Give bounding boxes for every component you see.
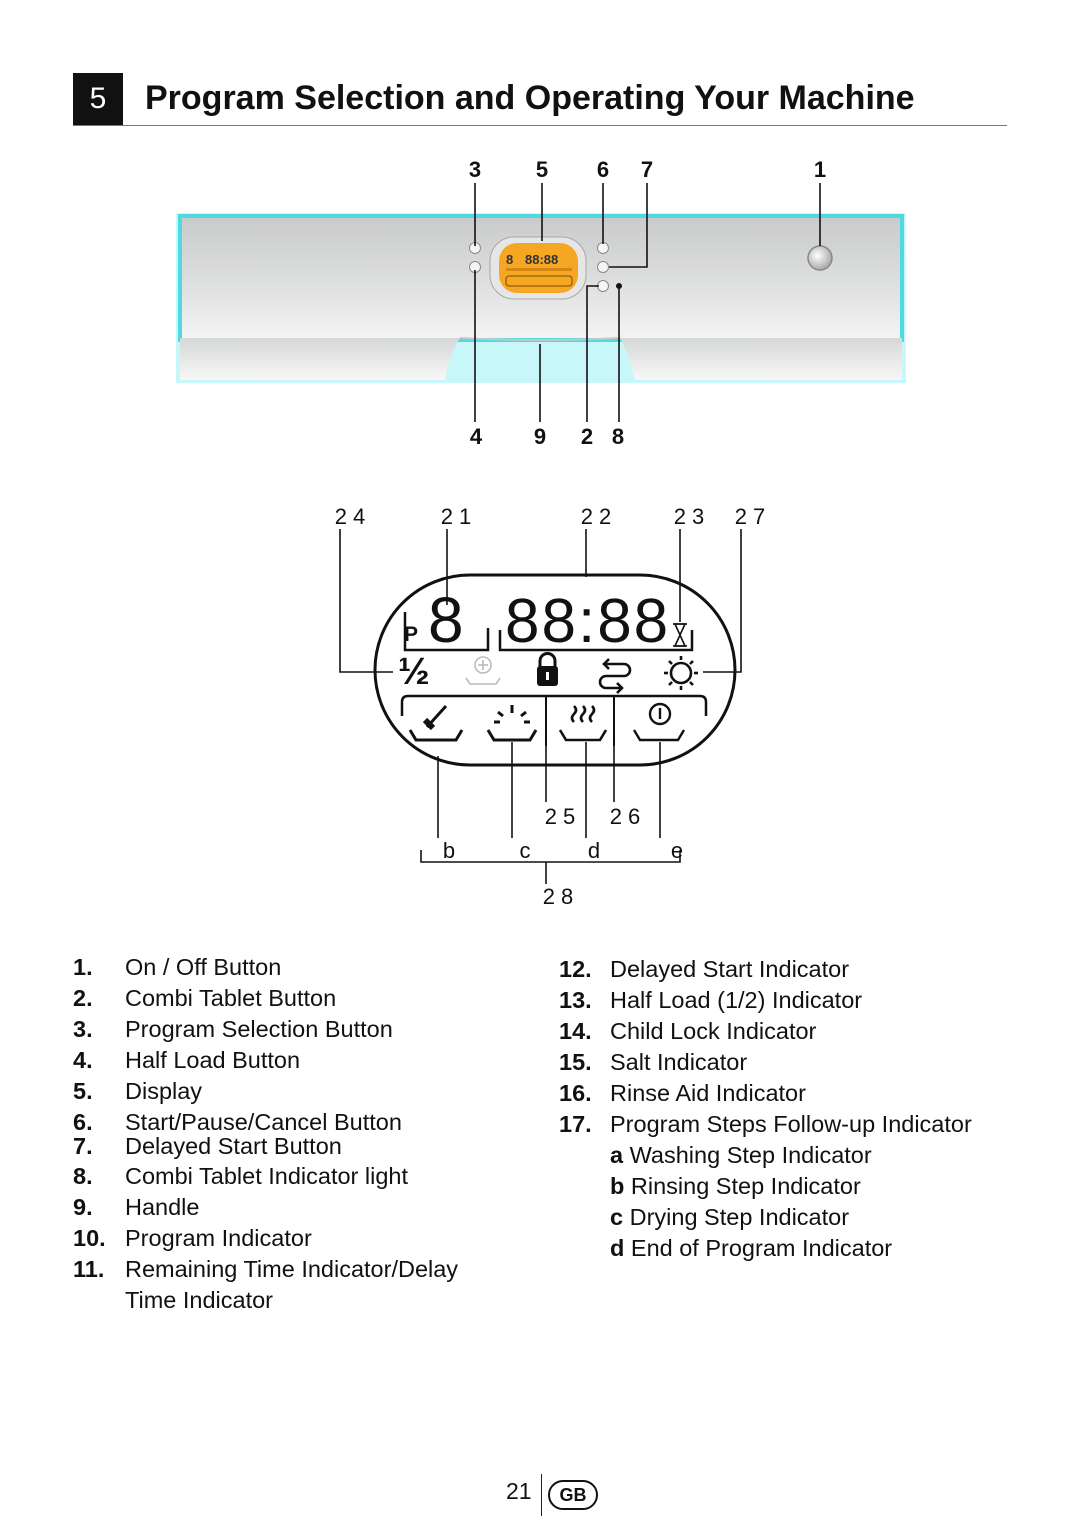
- right-legend-list: 12.Delayed Start Indicator 13.Half Load …: [559, 956, 972, 1261]
- callout-d: d: [588, 838, 600, 863]
- lock-icon: [537, 652, 558, 686]
- end-of-program-icon: [632, 702, 686, 742]
- section-number: 5: [73, 73, 123, 125]
- display-callout-lines: [339, 529, 742, 884]
- language-badge: GB: [548, 1480, 598, 1510]
- page-footer: 21 GB: [500, 1474, 610, 1516]
- section-title: Program Selection and Operating Your Mac…: [145, 79, 915, 117]
- callout-3: 3: [469, 157, 481, 182]
- sun-icon: [664, 656, 698, 690]
- left-legend-list: 1.On / Off Button 2.Combi Tablet Button …: [73, 954, 459, 1313]
- hourglass-icon: [673, 623, 687, 647]
- callout-6: 6: [597, 157, 609, 182]
- callout-9: 9: [534, 424, 546, 449]
- rinse-aid-icon: [598, 658, 632, 694]
- combi-tablet-indicator-light: [616, 283, 622, 289]
- sub-item-d: d End of Program Indicator: [610, 1235, 893, 1261]
- callout-22: 2 2: [581, 504, 612, 529]
- callout-b: b: [443, 838, 455, 863]
- sub-item-c: c Drying Step Indicator: [610, 1204, 850, 1230]
- start-pause-cancel-button[interactable]: [597, 242, 609, 254]
- panel-display-time: 88:88: [525, 252, 558, 267]
- callout-21: 2 1: [441, 504, 472, 529]
- callout-25: 2 5: [545, 804, 576, 829]
- on-off-button[interactable]: [807, 245, 833, 271]
- delayed-start-button[interactable]: [597, 261, 609, 273]
- display-detail: P 8 88:88 ½: [373, 573, 737, 767]
- footer-divider: [541, 1474, 542, 1516]
- half-load-indicator: ½: [398, 651, 430, 693]
- callout-24: 2 4: [335, 504, 366, 529]
- callout-c: c: [520, 838, 531, 863]
- callout-1: 1: [814, 157, 826, 182]
- display-time: 88:88: [505, 587, 670, 656]
- panel-callout-numbers: 3 5 6 7 1 4 9 2 8: [469, 157, 826, 449]
- callout-23: 2 3: [674, 504, 705, 529]
- sub-item-a: a Washing Step Indicator: [610, 1142, 872, 1168]
- callout-4: 4: [470, 424, 483, 449]
- callout-2: 2: [581, 424, 593, 449]
- callout-26: 2 6: [610, 804, 641, 829]
- washing-step-icon: [408, 704, 464, 742]
- salt-indicator-icon: [465, 656, 501, 685]
- callout-5: 5: [536, 157, 548, 182]
- panel-callout-lines: [474, 183, 821, 422]
- callout-e: e: [671, 838, 683, 863]
- rinsing-step-icon: [486, 705, 538, 742]
- drying-step-icon: [558, 705, 608, 742]
- callout-8: 8: [612, 424, 624, 449]
- display-callout-numbers: 2 4 2 1 2 2 2 3 2 7 2 5 2 6 b c d e 2 8: [335, 504, 766, 909]
- panel-display-prog-digit: 8: [506, 252, 513, 267]
- sub-item-b: b Rinsing Step Indicator: [610, 1173, 861, 1199]
- callout-7: 7: [641, 157, 653, 182]
- combi-tablet-button[interactable]: [597, 280, 609, 292]
- section-header: 5 Program Selection and Operating Your M…: [73, 73, 1007, 126]
- callout-27: 2 7: [735, 504, 766, 529]
- panel-display: 8 88:88: [489, 236, 587, 300]
- callout-28: 2 8: [543, 884, 574, 909]
- control-panel-diagram: 8 88:88 3 5 6 7 1 4 9 2 8 P 8 88:88: [176, 157, 906, 909]
- page-number: 21: [506, 1478, 532, 1504]
- display-program-digit: 8: [428, 584, 464, 656]
- display-program-letter: P: [404, 623, 418, 646]
